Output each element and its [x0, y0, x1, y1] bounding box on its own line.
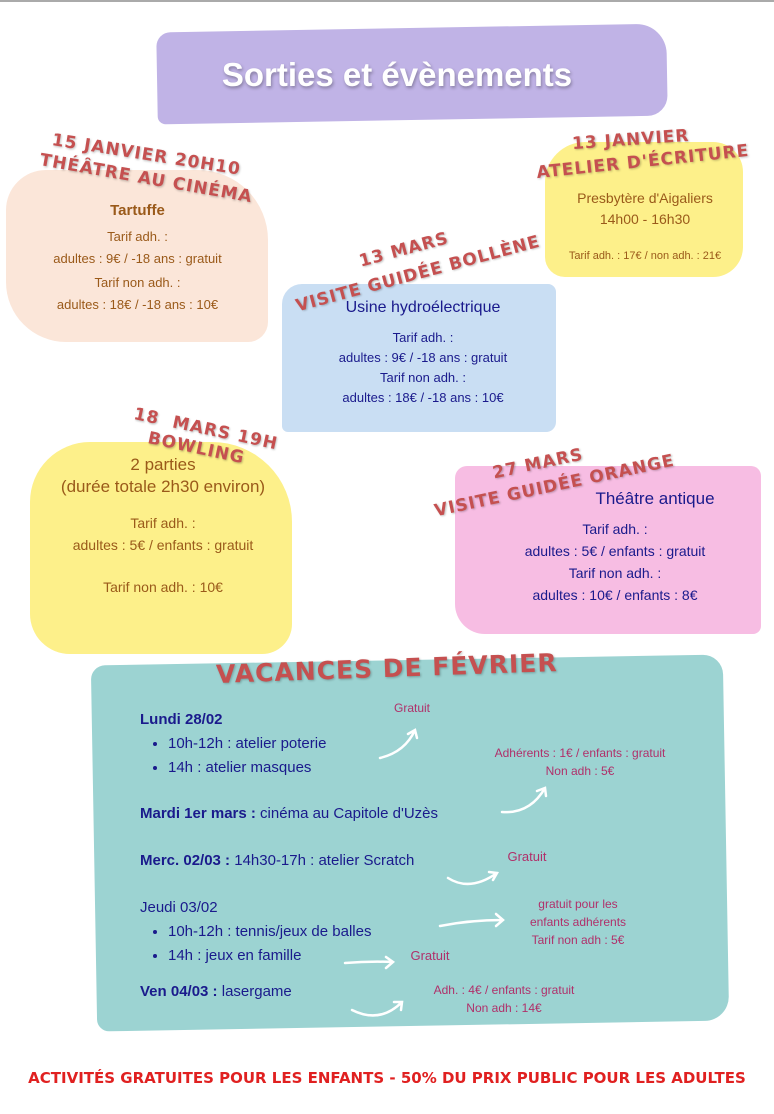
event-card-tartuffe: [6, 170, 268, 342]
arrow-icon: [378, 728, 419, 760]
day-heading: Jeudi 03/02: [140, 899, 218, 916]
tarif-label: Tarif adh. :: [107, 229, 168, 244]
event-details: Théâtre antique Tarif adh. : adultes : 5…: [455, 488, 774, 606]
footer-note: Activités gratuites pour les enfants - 5…: [28, 1069, 746, 1087]
activity: cinéma au Capitole d'Uzès: [255, 805, 439, 822]
tarif-label: Tarif adh. :: [582, 521, 648, 537]
tarif-value: Tarif non adh. : 10€: [103, 579, 223, 595]
price-line: Non adh : 14€: [466, 1001, 542, 1015]
tarif-label: Tarif non adh. :: [380, 370, 466, 385]
event-details: Usine hydroélectrique Tarif adh. : adult…: [282, 298, 564, 408]
arrow-icon: [446, 870, 500, 886]
tarif-value: adultes : 18€ / -18 ans : 10€: [342, 390, 504, 405]
day-heading: Ven 04/03 :: [140, 983, 218, 1000]
tarif-value: adultes : 9€ / -18 ans : gratuit: [338, 350, 508, 365]
event-details: Presbytère d'Aigaliers 14h00 - 16h30 Tar…: [545, 188, 745, 267]
price-line: Tarif non adh : 5€: [531, 933, 625, 947]
event-card-atelier: [545, 142, 743, 277]
tarif-value: adultes : 5€ / enfants : gratuit: [72, 537, 254, 553]
tarif-value: adultes : 18€ / -18 ans : 10€: [56, 297, 219, 312]
price-note: Gratuit: [507, 849, 547, 864]
price-line: gratuit pour les: [538, 897, 618, 911]
event-details: Tartuffe Tarif adh. : adultes : 9€ / -18…: [20, 200, 255, 316]
tarif-label: Tarif adh. :: [130, 515, 196, 531]
arrow-icon: [500, 786, 548, 814]
activity: 10h-12h : tennis/jeux de balles: [168, 920, 520, 944]
event-time: 14h00 - 16h30: [599, 211, 691, 227]
event-name: Tartuffe: [110, 202, 165, 219]
price-line: Adh. : 4€ / enfants : gratuit: [433, 983, 575, 997]
tarif-value: adultes : 10€ / enfants : 8€: [532, 587, 698, 603]
vacances-list: Lundi 28/02 10h-12h : atelier poterie14h…: [140, 708, 520, 1004]
activity: lasergame: [217, 983, 292, 1000]
activity: 14h : jeux en famille: [168, 944, 520, 968]
tarif-label: Tarif non adh. :: [568, 565, 662, 581]
event-card-usine: [282, 284, 556, 432]
day-heading: Mardi 1er mars :: [140, 805, 256, 822]
day-heading: Merc. 02/03 :: [140, 852, 231, 869]
price-line: Adhérents : 1€ / enfants : gratuit: [494, 746, 666, 760]
day-heading: Lundi 28/02: [140, 711, 223, 728]
price-note: Gratuit: [410, 948, 450, 963]
event-name: Théâtre antique: [595, 489, 715, 508]
event-card-orange: [455, 466, 761, 634]
tarif-value: adultes : 9€ / -18 ans : gratuit: [53, 251, 222, 266]
arrow-icon: [350, 1000, 404, 1017]
tarif-label: Tarif adh. :: [392, 330, 454, 345]
arrow-icon: [343, 955, 396, 970]
event-details: 2 parties (durée totale 2h30 environ) Ta…: [28, 454, 298, 598]
price-note: Gratuit: [393, 701, 430, 715]
price-line: Non adh : 5€: [545, 764, 615, 778]
tarif-label: Tarif non adh. :: [94, 275, 181, 290]
price-line: enfants adhérents: [529, 915, 627, 929]
arrow-icon: [438, 912, 505, 928]
event-place: Presbytère d'Aigaliers: [577, 190, 713, 206]
event-card-bowling: [30, 442, 292, 654]
activity: 10h-12h : atelier poterie: [168, 732, 520, 756]
activity: 14h : atelier masques: [168, 756, 520, 780]
event-duration: (durée totale 2h30 environ): [60, 477, 266, 496]
event-name: 2 parties: [130, 455, 196, 474]
page-title: Sorties et évènements: [221, 56, 573, 93]
activity: 14h30-17h : atelier Scratch: [230, 852, 415, 869]
tarif-value: adultes : 5€ / enfants : gratuit: [524, 543, 706, 559]
event-name: Usine hydroélectrique: [345, 299, 501, 316]
event-price: Tarif adh. : 17€ / non adh. : 21€: [568, 250, 722, 262]
